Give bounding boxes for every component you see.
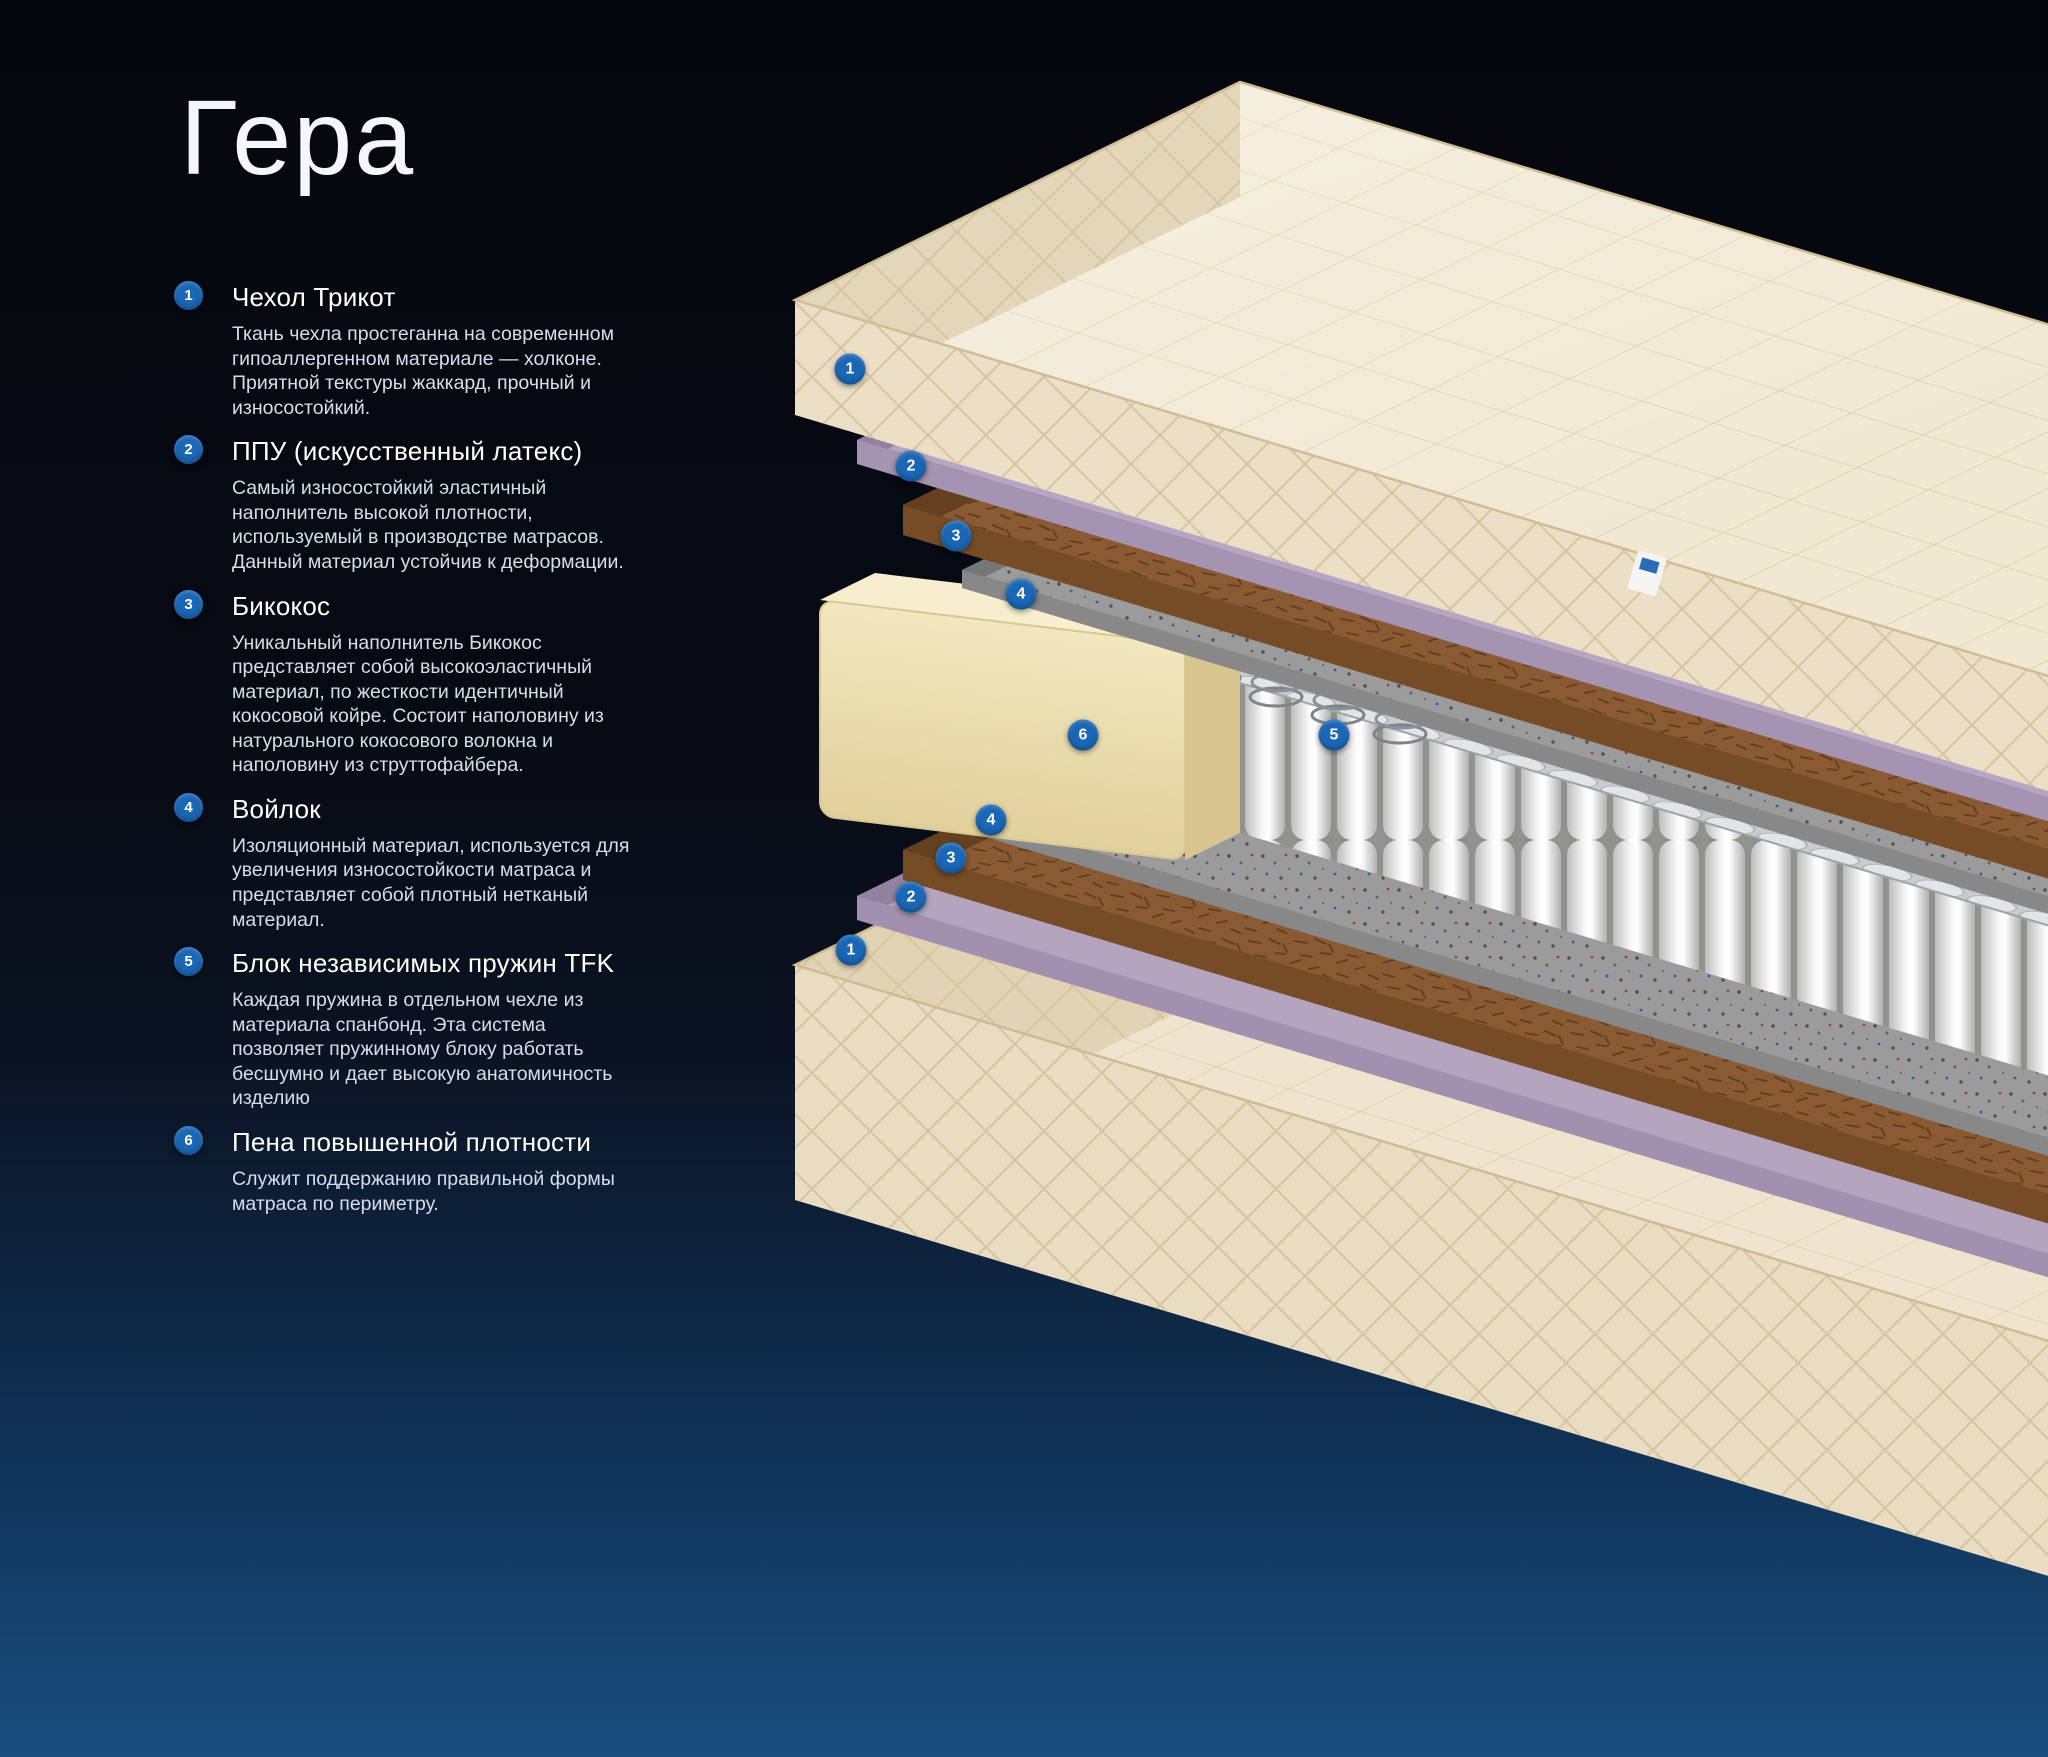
legend-item-number: 2 bbox=[184, 441, 193, 459]
legend-item-content: ППУ (искусственный латекс) Самый износос… bbox=[232, 436, 640, 574]
legend-item-content: Бикокос Уникальный наполнитель Бикокос п… bbox=[232, 591, 640, 778]
legend-item-title: Блок независимых пружин TFK bbox=[232, 948, 615, 979]
legend-item-description: Изоляционный материал, используется для … bbox=[232, 834, 630, 931]
legend-item: 3 Бикокос Уникальный наполнитель Бикокос… bbox=[168, 589, 640, 778]
legend-item-number-badge: 1 bbox=[174, 281, 203, 310]
legend-item-number: 1 bbox=[184, 287, 193, 304]
legend-item: 1 Чехол Трикот Ткань чехла простеганна н… bbox=[168, 281, 640, 420]
legend-item-number-badge: 4 bbox=[174, 792, 203, 822]
legend-item-title: Бикокос bbox=[232, 590, 331, 621]
legend-item-number: 6 bbox=[184, 1131, 193, 1149]
legend-item: 5 Блок независимых пружин TFK Каждая пру… bbox=[168, 947, 640, 1111]
legend-item-content: Блок независимых пружин TFK Каждая пружи… bbox=[232, 948, 640, 1111]
legend-item-content: Пена повышенной плотности Служит поддерж… bbox=[232, 1127, 640, 1216]
legend-item-description: Самый износостойкий эластичный наполните… bbox=[232, 477, 624, 573]
legend-item-title: ППУ (искусственный латекс) bbox=[232, 436, 583, 467]
legend-item: 6 Пена повышенной плотности Служит подде… bbox=[168, 1125, 640, 1216]
legend-item-number-badge: 5 bbox=[174, 947, 203, 977]
legend-item-number: 4 bbox=[184, 798, 193, 816]
legend-item-description: Каждая пружина в отдельном чехле из мате… bbox=[232, 989, 613, 1110]
legend-item-title: Войлок bbox=[232, 793, 321, 824]
legend-item-title: Чехол Трикот bbox=[232, 282, 396, 312]
legend-item-title: Пена повышенной плотности bbox=[232, 1126, 592, 1157]
legend-item-number: 3 bbox=[184, 595, 193, 613]
legend-item: 4 Войлок Изоляционный материал, использу… bbox=[168, 792, 640, 932]
legend-item-content: Чехол Трикот Ткань чехла простеганна на … bbox=[232, 282, 640, 420]
legend-item-number-badge: 6 bbox=[174, 1125, 203, 1155]
legend-item-description: Служит поддержанию правильной формы матр… bbox=[232, 1167, 615, 1215]
legend-item-content: Войлок Изоляционный материал, использует… bbox=[232, 794, 640, 932]
layer-top-cover bbox=[791, 80, 2048, 791]
legend-item-description: Ткань чехла простеганна на современном г… bbox=[232, 323, 614, 419]
legend-item: 2 ППУ (искусственный латекс) Самый износ… bbox=[168, 435, 640, 574]
brand-tag bbox=[1627, 550, 1667, 596]
legend-item-number-badge: 2 bbox=[174, 435, 203, 465]
legend-item-number: 5 bbox=[184, 953, 193, 971]
page-title: Гера bbox=[180, 79, 416, 197]
legend-item-description: Уникальный наполнитель Бикокос представл… bbox=[232, 631, 604, 777]
legend: 1 Чехол Трикот Ткань чехла простеганна н… bbox=[168, 281, 640, 1232]
legend-item-number-badge: 3 bbox=[174, 589, 203, 619]
